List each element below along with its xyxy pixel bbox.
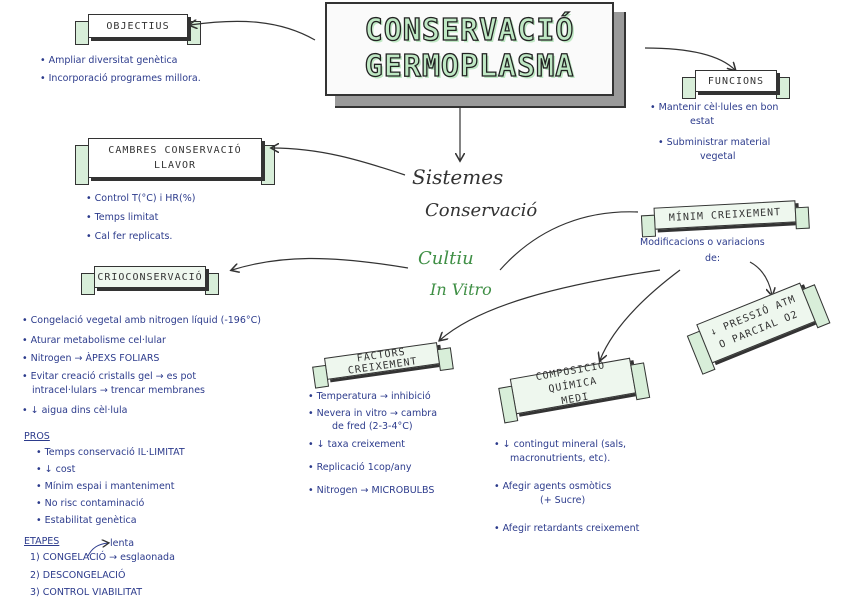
title-line-2: GERMOPLASMA	[364, 48, 575, 84]
composicio-item: • Afegir agents osmòtics	[494, 481, 612, 492]
funcions-item: • Mantenir cèl·lules en bon	[650, 102, 779, 113]
crio-item: • Evitar creació cristalls gel → es pot	[22, 371, 197, 382]
factors-item: • Temperatura → inhibició	[308, 391, 431, 402]
crio-etapa-item: 3) CONTROL VIABILITAT	[30, 587, 143, 598]
factors-item: • Nevera in vitro → cambra	[308, 408, 438, 419]
crio-pro-item: • Estabilitat genètica	[36, 515, 137, 526]
funcions-item: estat	[690, 116, 715, 127]
composicio-item: • ↓ contingut mineral (sals,	[494, 439, 627, 450]
factors-item: • Nitrogen → MICROBULBS	[308, 485, 435, 496]
sistemes-label: Sistemes	[412, 165, 504, 189]
cambres-item: • Cal fer replicats.	[86, 231, 173, 242]
title-line-1: CONSERVACIÓ	[364, 12, 575, 48]
funcions-banner: FUNCIONS	[682, 70, 790, 99]
cambres-label-2: LLAVOR	[153, 160, 197, 171]
crio-item: • Nitrogen → ÀPEXS FOLIARS	[22, 353, 160, 364]
cambres-banner: CAMBRES CONSERVACIÓ LLAVOR	[75, 138, 275, 185]
minim-label: MÍNIM CREIXEMENT	[668, 206, 782, 224]
composicio-item: • Afegir retardants creixement	[494, 523, 640, 534]
crio-etapes-note: lenta	[110, 538, 135, 549]
arrow-to-cambres	[272, 148, 406, 176]
arrow-to-funcions	[644, 47, 735, 70]
in-vitro-label: In Vitro	[430, 280, 492, 299]
arrow-to-objectius	[190, 21, 316, 41]
crio-etapes-label: ETAPES	[24, 536, 60, 547]
cambres-item: • Temps limitat	[86, 212, 159, 223]
funcions-item: • Subministrar material	[658, 137, 771, 148]
crio-item: • Aturar metabolisme cel·lular	[22, 335, 166, 346]
factors-item: de fred (2-3-4°C)	[332, 421, 413, 432]
cultiu-label: Cultiu	[418, 248, 474, 269]
crio-pros-label: PROS	[24, 431, 50, 442]
objectius-banner: OBJECTIUS	[75, 14, 201, 45]
objectius-label: OBJECTIUS	[106, 20, 170, 32]
crio-item: intracel·lulars → trencar membranes	[32, 385, 205, 396]
composicio-item: macronutrients, etc).	[510, 453, 611, 464]
arrow-cultiu-to-minim	[499, 211, 639, 271]
crio-item: • Congelació vegetal amb nitrogen líquid…	[22, 315, 261, 326]
title-block: CONSERVACIÓ GERMOPLASMA	[325, 2, 614, 96]
arrow-to-crio	[232, 257, 409, 270]
conservacio-label: Conservació	[425, 200, 538, 221]
crio-label: CRIOCONSERVACIÓ	[97, 271, 203, 283]
arrow-to-factors	[440, 269, 661, 340]
objectius-item: • Ampliar diversitat genètica	[40, 55, 178, 66]
objectius-item: • Incorporació programes millora.	[40, 73, 201, 84]
crio-pro-item: • Mínim espai i manteniment	[36, 481, 175, 492]
cambres-label-1: CAMBRES CONSERVACIÓ	[108, 145, 242, 156]
arrow-to-composicio	[600, 269, 681, 360]
minim-subtitle-2: de:	[705, 253, 721, 264]
crio-pro-item: • ↓ cost	[36, 464, 76, 475]
crio-banner: CRIOCONSERVACIÓ	[81, 266, 219, 295]
crio-etapa-item: 2) DESCONGELACIÓ	[30, 570, 126, 581]
factors-item: • ↓ taxa creixement	[308, 439, 406, 450]
funcions-item: vegetal	[700, 151, 736, 162]
factors-item: • Replicació 1cop/any	[308, 462, 412, 473]
funcions-label: FUNCIONS	[707, 75, 765, 87]
crio-pro-item: • Temps conservació IL·LIMITAT	[36, 447, 185, 458]
crio-etapa-item: 1) CONGELACIÓ → esglaonada	[30, 552, 175, 563]
crio-item: • ↓ aigua dins cèl·lula	[22, 405, 128, 416]
crio-pro-item: • No risc contaminació	[36, 498, 145, 509]
cambres-item: • Control T(°C) i HR(%)	[86, 193, 196, 204]
minim-subtitle-1: Modificacions o variacions	[640, 237, 765, 248]
composicio-item: (+ Sucre)	[540, 495, 586, 506]
arrow-etapes-note	[87, 543, 108, 557]
arrow-to-pressio	[749, 261, 772, 295]
